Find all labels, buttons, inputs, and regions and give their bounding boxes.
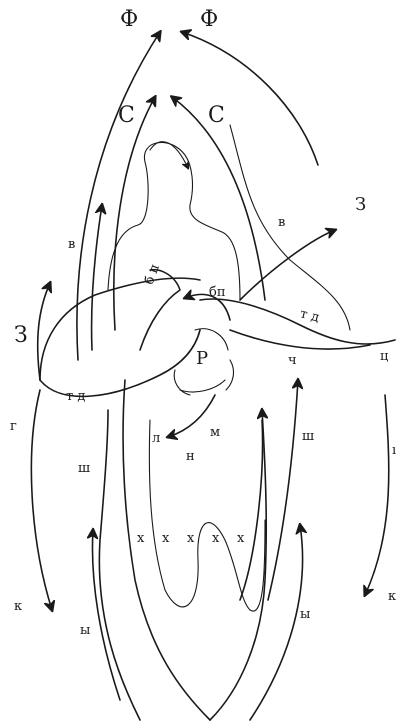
label-v-left: в [68,237,75,252]
label-r: Р [196,348,208,369]
label-ts: ц [380,349,388,364]
label-z-left: З [14,323,28,348]
label-m: м [210,425,220,440]
label-z-right: З [355,194,366,215]
label-y-right: ы [300,607,310,622]
label-ch: ч [288,353,297,368]
label-v-right: в [278,215,285,230]
label-l: л [152,431,160,446]
label-f-right: Ф [200,7,218,32]
label-i: ı [392,443,396,458]
label-k-left: к [14,599,22,614]
label-bp-left: б п [142,262,163,287]
label-x-5: х [237,531,245,546]
label-x-3: х [187,531,195,546]
label-td-right: т д [298,306,320,325]
label-x-1: х [137,531,145,546]
label-f-left: Ф [120,7,138,32]
label-s-right: С [208,103,225,128]
label-n: н [186,449,195,464]
label-s-left: С [118,103,135,128]
label-sh-left: ш [78,461,90,476]
label-g: г [10,419,17,434]
label-k-right: к [388,589,396,604]
label-sh-right: ш [302,429,314,444]
label-x-4: х [212,531,220,546]
label-x-2: х [162,531,170,546]
label-y-left: ы [80,623,90,638]
label-bp-right: бп [209,285,226,300]
label-td-left: т д [66,389,85,404]
